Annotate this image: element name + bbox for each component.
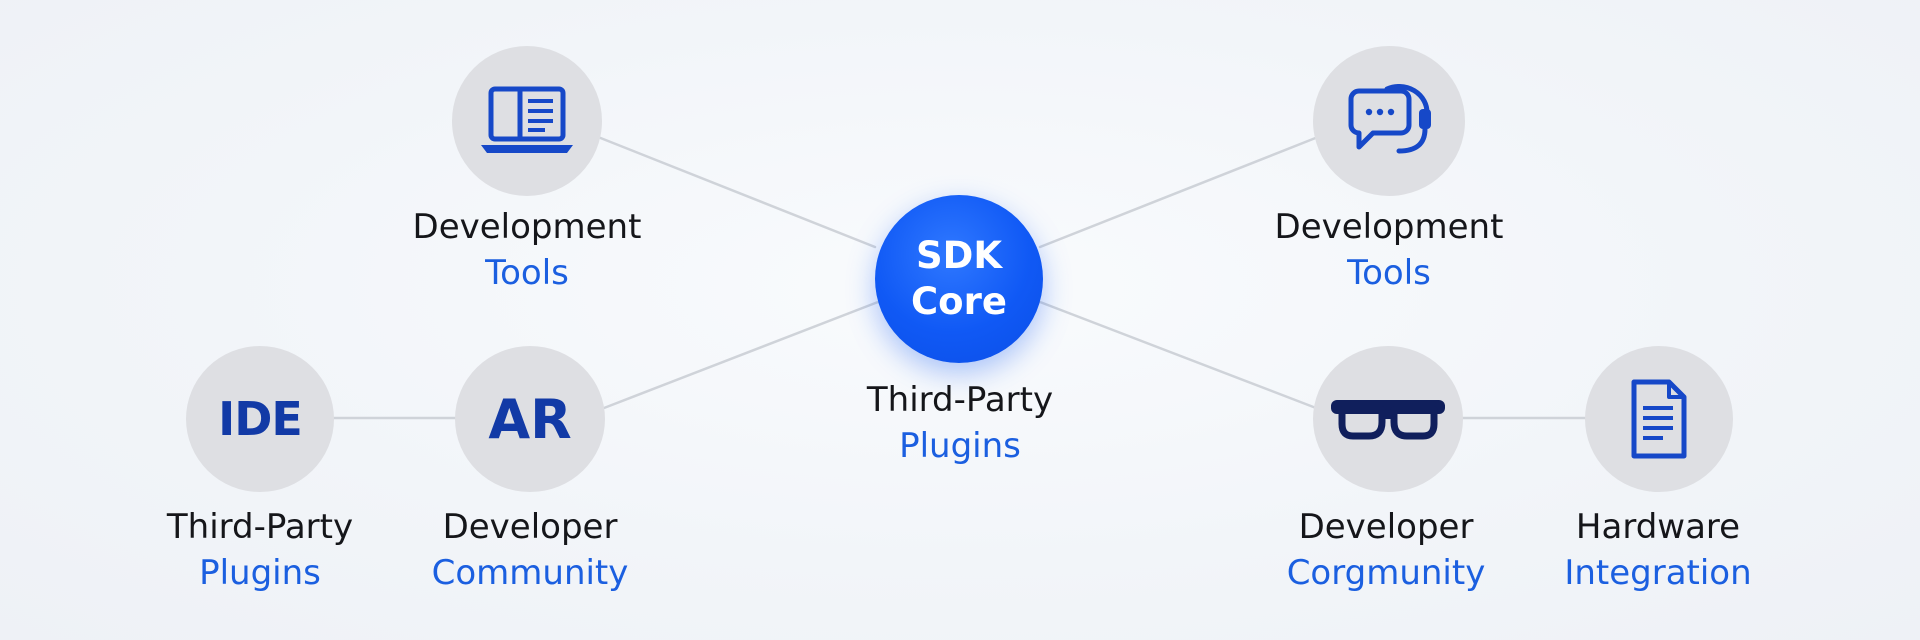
hardware-label: Hardware Integration [1498, 504, 1818, 596]
ide-label-line2: Plugins [199, 553, 321, 593]
ar-label-line2: Community [431, 553, 629, 593]
link-core-dev-tools-left [596, 135, 877, 249]
dev-tools-right-label: Development Tools [1229, 204, 1549, 296]
laptop-document-icon [479, 83, 575, 159]
dev-tools-left-label: Development Tools [367, 204, 687, 296]
ide-label-line1: Third-Party [166, 507, 354, 547]
dev-tools-left-line1: Development [412, 207, 642, 247]
dev-tools-right-node[interactable] [1313, 46, 1465, 196]
glasses-label-line1: Developer [1298, 507, 1474, 547]
sdk-core-label: Third-Party Plugins [800, 377, 1120, 469]
dev-tools-right-line1: Development [1274, 207, 1504, 247]
link-core-glasses [1038, 300, 1318, 410]
ide-node[interactable]: IDE [186, 346, 334, 492]
link-core-dev-tools-right [1038, 135, 1320, 249]
ar-glasses-icon [1329, 396, 1447, 442]
glasses-label-line2: Corgmunity [1286, 553, 1486, 593]
ide-label: Third-Party Plugins [100, 504, 420, 596]
sdk-core-line1: SDK [915, 234, 1003, 277]
ar-label-line1: Developer [442, 507, 618, 547]
hardware-label-line2: Integration [1564, 553, 1752, 593]
ide-node-text: IDE [218, 392, 303, 446]
sdk-core-node[interactable]: SDK Core [875, 195, 1043, 363]
ar-label: Developer Community [370, 504, 690, 596]
dev-tools-left-line2: Tools [485, 253, 569, 293]
glasses-label: Developer Corgmunity [1226, 504, 1546, 596]
sdk-core-label-line2: Plugins [899, 426, 1021, 466]
ar-node-text: AR [488, 387, 572, 451]
sdk-core-line2: Core [911, 280, 1007, 323]
document-icon [1629, 378, 1689, 460]
hardware-node[interactable] [1585, 346, 1733, 492]
chat-headset-icon [1345, 79, 1433, 163]
link-core-ar [602, 300, 880, 410]
sdk-core-label-line1: Third-Party [866, 380, 1054, 420]
ar-node[interactable]: AR [455, 346, 605, 492]
hardware-label-line1: Hardware [1575, 507, 1741, 547]
dev-tools-right-line2: Tools [1347, 253, 1431, 293]
dev-tools-left-node[interactable] [452, 46, 602, 196]
glasses-node[interactable] [1313, 346, 1463, 492]
